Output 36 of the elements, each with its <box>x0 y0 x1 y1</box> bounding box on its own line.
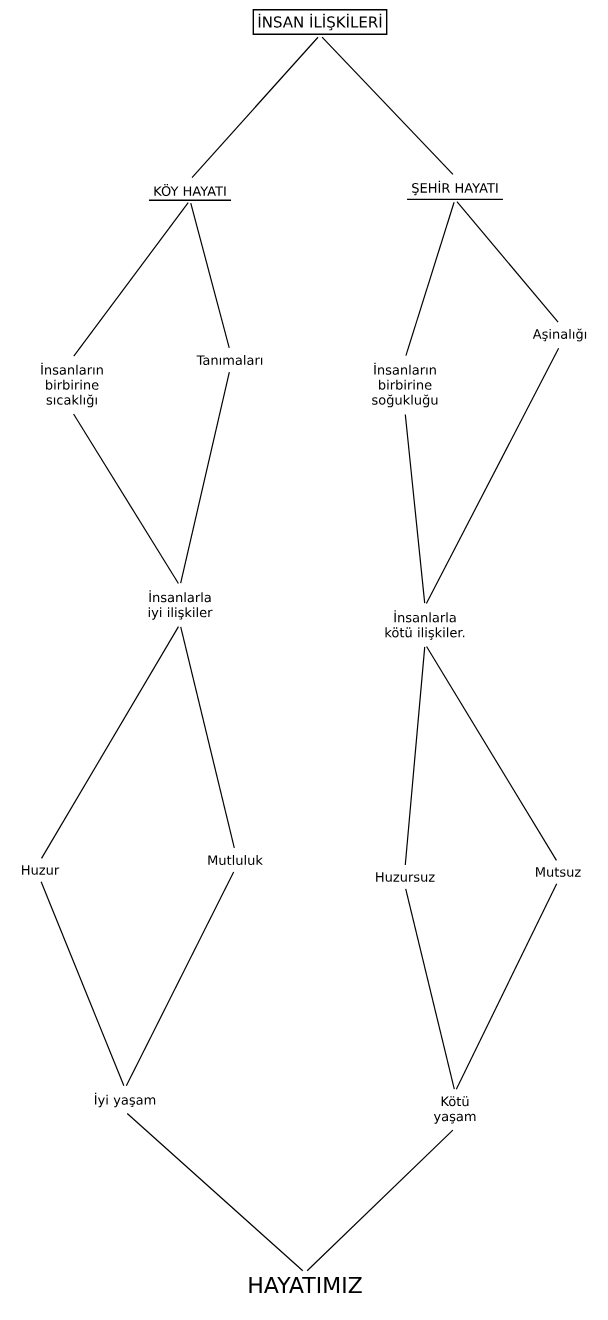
connector-line <box>191 36 319 179</box>
title-box: İNSAN İLİŞKİLERİ <box>252 9 388 35</box>
concept-text: İnsanlarla kötü ilişkiler. <box>385 610 465 640</box>
connector-line <box>425 645 558 861</box>
result-text: HAYATIMIZ <box>249 1277 362 1294</box>
connector-line <box>180 626 235 849</box>
connector-line <box>126 1112 304 1272</box>
connector-line <box>73 413 179 585</box>
underlined-heading: ŞEHİR HAYATI <box>406 180 504 201</box>
connector-line <box>73 202 189 357</box>
concept-text: Aşinalığı <box>532 328 587 342</box>
connector-line <box>306 1129 454 1272</box>
underlined-heading: KÖY HAYATI <box>148 184 232 201</box>
concept-text: Tanımaları <box>196 354 263 366</box>
connector-line <box>40 881 125 1087</box>
concept-text: İnsanların birbirine soğukluğu <box>372 362 438 408</box>
concept-text: İnsanların birbirine sıcaklığı <box>41 362 103 408</box>
connector-line <box>425 347 560 605</box>
concept-text: Huzursuz <box>376 872 435 882</box>
connector-line <box>180 371 230 584</box>
concept-text: İnsanlarla iyi ilişkiler <box>148 590 213 620</box>
connector-line <box>321 36 454 176</box>
connector-line <box>405 888 455 1090</box>
concept-text: Kötü yaşam <box>433 1096 476 1124</box>
connector-line <box>405 201 455 357</box>
connector-line <box>125 871 235 1087</box>
connector-line <box>404 646 426 866</box>
connector-line <box>456 201 559 323</box>
connector-line <box>404 413 426 604</box>
concept-text: İyi yaşam <box>95 1092 156 1108</box>
concept-text: Huzur <box>22 865 60 875</box>
concept-text: Mutluluk <box>208 855 263 866</box>
concept-text: Mutsuz <box>536 867 581 877</box>
connector-line <box>455 883 558 1090</box>
connector-line <box>40 626 180 859</box>
connector-line <box>190 202 230 349</box>
